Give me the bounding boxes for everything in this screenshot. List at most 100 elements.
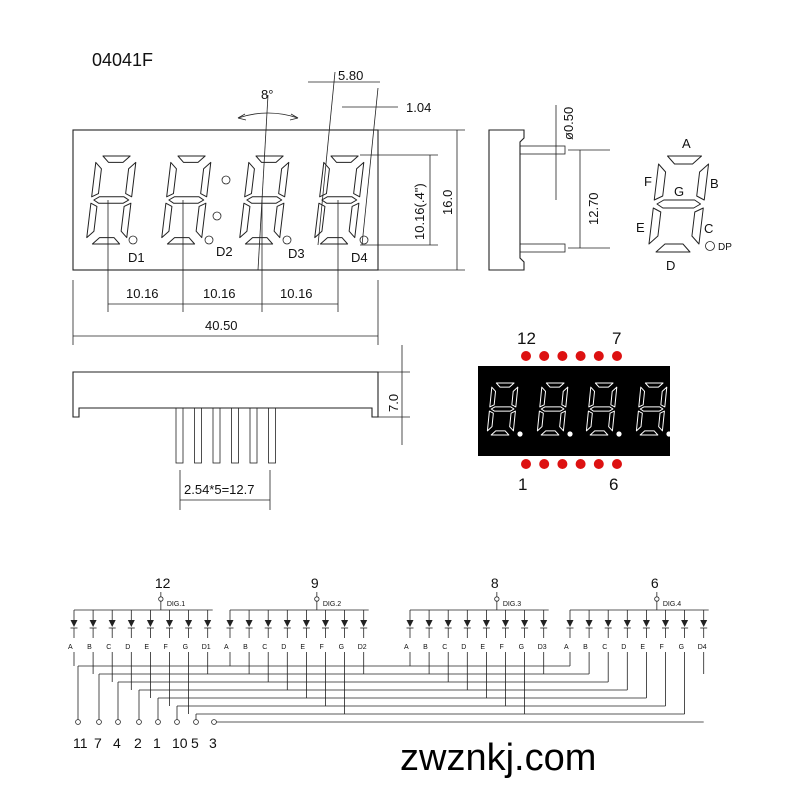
front-digit-3-seg-c: [273, 202, 285, 239]
photo-digit-4-seg-g: [639, 406, 664, 412]
slant-line-3: [361, 87, 379, 246]
bottom-view: 7.0 2.54*5=12.7: [72, 345, 410, 510]
diode-2-5: [302, 620, 310, 627]
segment-name-4-8: D4: [698, 644, 707, 651]
pitch-1: 10.16: [126, 286, 159, 301]
photo-digit-2-seg-f: [539, 386, 547, 408]
photo-dp-3: [616, 431, 622, 437]
pin-diameter: ø0.50: [561, 107, 576, 140]
front-digit-2-seg-f: [166, 161, 177, 198]
pin-node-2: [96, 719, 102, 725]
angle-arrow-right: [289, 113, 299, 121]
dim-top-width: 5.80: [338, 68, 363, 83]
front-digits: [86, 155, 369, 245]
front-digit-1-seg-e: [86, 202, 98, 239]
diode-3-7: [521, 620, 529, 627]
photo-digit-2-seg-b: [561, 386, 569, 408]
photo-digit-3-seg-g: [589, 406, 614, 412]
bottom-pin-label-8: 3: [209, 735, 217, 751]
legend-f: F: [644, 174, 652, 189]
side-pin-bottom: [519, 243, 566, 253]
photo-digit-2-seg-a: [545, 382, 565, 388]
diode-1-6: [166, 620, 173, 627]
segment-name-3-4: D: [461, 644, 466, 651]
pin-node-4: [136, 719, 142, 725]
photo-digit-4-seg-e: [635, 410, 643, 432]
diode-1-7: [185, 620, 193, 627]
pin-node-5: [155, 719, 161, 725]
angle-arrow-left: [237, 113, 247, 121]
legend-seg-f: [653, 163, 667, 201]
legend-c: C: [704, 221, 713, 236]
front-dp-1: [128, 235, 138, 245]
segment-name-4-7: G: [679, 644, 684, 651]
photo-digits: [486, 382, 672, 437]
diode-3-2: [425, 620, 433, 627]
diode-4-8: [700, 620, 708, 627]
common-node-4: [654, 596, 660, 602]
diode-3-4: [463, 620, 471, 627]
segment-name-3-1: A: [404, 644, 409, 651]
pin-label-bottom-right: 6: [609, 475, 618, 494]
slant-line-1: [257, 94, 269, 271]
pin-label-top-left: 12: [517, 329, 536, 348]
pin-spacing: 12.70: [586, 192, 601, 225]
led-bottom-1: [521, 459, 531, 469]
front-digit-2-seg-c: [195, 202, 207, 239]
photo-digit-1-seg-a: [495, 382, 515, 388]
photo-digit-1-seg-f: [489, 386, 497, 408]
led-bottom-2: [539, 459, 550, 469]
pin-node-8: [211, 719, 217, 725]
pin-node-7: [193, 719, 199, 725]
front-outline: [72, 129, 379, 271]
legend-seg-g: [656, 199, 702, 209]
photo-digit-2-seg-c: [559, 410, 566, 432]
bottom-pin-label-5: 1: [153, 735, 161, 751]
led-top-1: [521, 351, 531, 361]
digit-pin-4: 6: [651, 575, 659, 591]
segment-name-3-5: E: [480, 644, 485, 651]
bottom-pin-3: [212, 407, 221, 464]
front-digit-3-seg-e: [239, 202, 251, 239]
segment-name-1-2: B: [87, 644, 92, 651]
legend-dp-dot: [705, 241, 715, 251]
front-view: D1 D2 D3 D4 8° 5.80 1.04 10.16(.4") 16.0…: [72, 68, 465, 345]
photo-digit-3-seg-a: [594, 382, 614, 388]
digit-label-d3: D3: [288, 246, 305, 261]
diode-4-1: [566, 620, 574, 627]
bottom-pin-5: [249, 407, 258, 464]
diode-4-2: [585, 620, 593, 627]
led-bottom-5: [593, 459, 604, 469]
front-digit-1-seg-g: [93, 196, 130, 204]
front-digit-1-seg-a: [102, 155, 131, 163]
photo-digit-4-seg-b: [660, 386, 668, 408]
angle-arc: [237, 112, 299, 119]
digit-pin-3: 8: [491, 575, 499, 591]
photo-digit-2-seg-d: [540, 430, 560, 436]
bottom-outline: [72, 371, 379, 418]
photo-digit-1-seg-b: [511, 386, 519, 408]
diode-4-4: [623, 620, 631, 627]
front-digit-4-seg-e: [314, 202, 326, 239]
front-digit-2-seg-a: [177, 155, 206, 163]
photo-digit-3-seg-c: [608, 410, 615, 432]
segment-name-4-3: C: [602, 644, 607, 651]
segment-name-2-8: D2: [358, 644, 367, 651]
front-dp-4: [359, 235, 369, 245]
photo-digit-1-seg-g: [490, 406, 515, 412]
legend-seg-e: [648, 207, 662, 245]
front-digit-2-seg-d: [166, 237, 196, 245]
front-digit-4-seg-d: [319, 237, 349, 245]
segment-name-2-2: B: [243, 644, 248, 651]
led-top-5: [593, 351, 604, 361]
front-digit-3-seg-g: [246, 196, 283, 204]
photo-digit-3-seg-f: [588, 386, 596, 408]
segment-name-1-4: D: [125, 644, 130, 651]
diode-1-3: [108, 620, 116, 627]
diode-2-1: [226, 620, 234, 627]
slant-line-2: [317, 71, 336, 246]
dim-top-offset: 1.04: [406, 100, 431, 115]
legend-seg-c: [691, 207, 704, 245]
photo-digit-4-seg-c: [658, 410, 665, 432]
